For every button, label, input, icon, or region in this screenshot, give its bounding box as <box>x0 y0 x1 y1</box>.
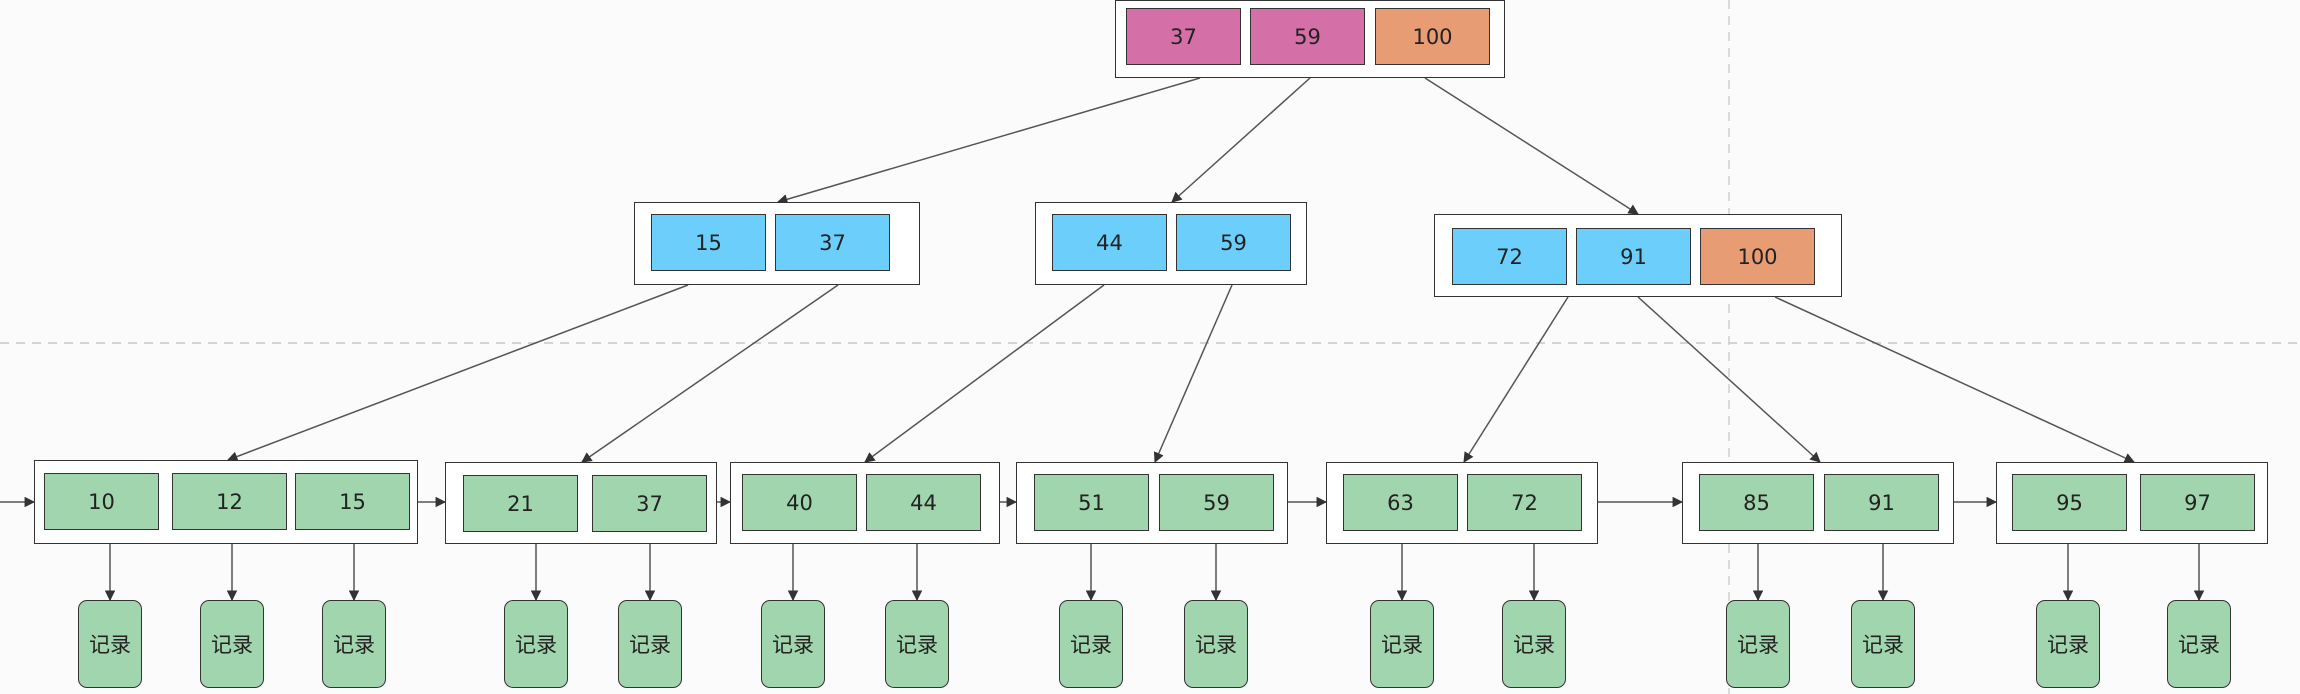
record-item: 记录 <box>1851 600 1915 688</box>
internal-node-key: 72 <box>1452 228 1567 285</box>
record-item: 记录 <box>504 600 568 688</box>
internal-to-leaf-edge <box>1153 284 1233 463</box>
record-item: 记录 <box>2036 600 2100 688</box>
leaf-node-key: 40 <box>742 474 857 531</box>
record-item: 记录 <box>1370 600 1434 688</box>
internal-to-leaf-edge <box>227 284 689 462</box>
leaf-node-key: 97 <box>2140 474 2255 531</box>
internal-node-key: 44 <box>1052 214 1167 271</box>
leaf-node-key: 51 <box>1034 474 1149 531</box>
leaf-node-key: 15 <box>295 473 410 530</box>
record-item: 记录 <box>200 600 264 688</box>
record-item: 记录 <box>618 600 682 688</box>
leaf-node-key: 72 <box>1467 474 1582 531</box>
record-item: 记录 <box>322 600 386 688</box>
record-item: 记录 <box>1502 600 1566 688</box>
internal-node-key: 91 <box>1576 228 1691 285</box>
internal-node-key: 100 <box>1700 228 1815 285</box>
leaf-node-key: 44 <box>866 474 981 531</box>
record-item: 记录 <box>2167 600 2231 688</box>
leaf-node-key: 10 <box>44 473 159 530</box>
internal-node-key: 59 <box>1176 214 1291 271</box>
record-item: 记录 <box>761 600 825 688</box>
leaf-node-key: 59 <box>1159 474 1274 531</box>
root-to-internal-edge <box>1424 77 1639 215</box>
leaf-node-key: 37 <box>592 475 707 532</box>
internal-to-leaf-edge <box>581 284 839 463</box>
internal-to-leaf-edge <box>1774 296 2135 463</box>
root-to-internal-edge <box>776 77 1201 205</box>
leaf-node-key: 95 <box>2012 474 2127 531</box>
record-item: 记录 <box>1726 600 1790 688</box>
root-node-key: 37 <box>1126 8 1241 65</box>
record-item: 记录 <box>78 600 142 688</box>
leaf-node-key: 91 <box>1824 474 1939 531</box>
internal-node-key: 37 <box>775 214 890 271</box>
internal-to-leaf-edge <box>1637 296 1821 463</box>
leaf-node-key: 21 <box>463 475 578 532</box>
internal-node-key: 15 <box>651 214 766 271</box>
root-to-internal-edge <box>1171 77 1311 203</box>
record-item: 记录 <box>1184 600 1248 688</box>
leaf-node-key: 85 <box>1699 474 1814 531</box>
leaf-node-key: 63 <box>1343 474 1458 531</box>
record-item: 记录 <box>1059 600 1123 688</box>
leaf-node-key: 12 <box>172 473 287 530</box>
root-node-key: 59 <box>1250 8 1365 65</box>
internal-to-leaf-edge <box>864 284 1105 463</box>
root-node-key: 100 <box>1375 8 1490 65</box>
record-item: 记录 <box>885 600 949 688</box>
internal-to-leaf-edge <box>1463 296 1569 463</box>
